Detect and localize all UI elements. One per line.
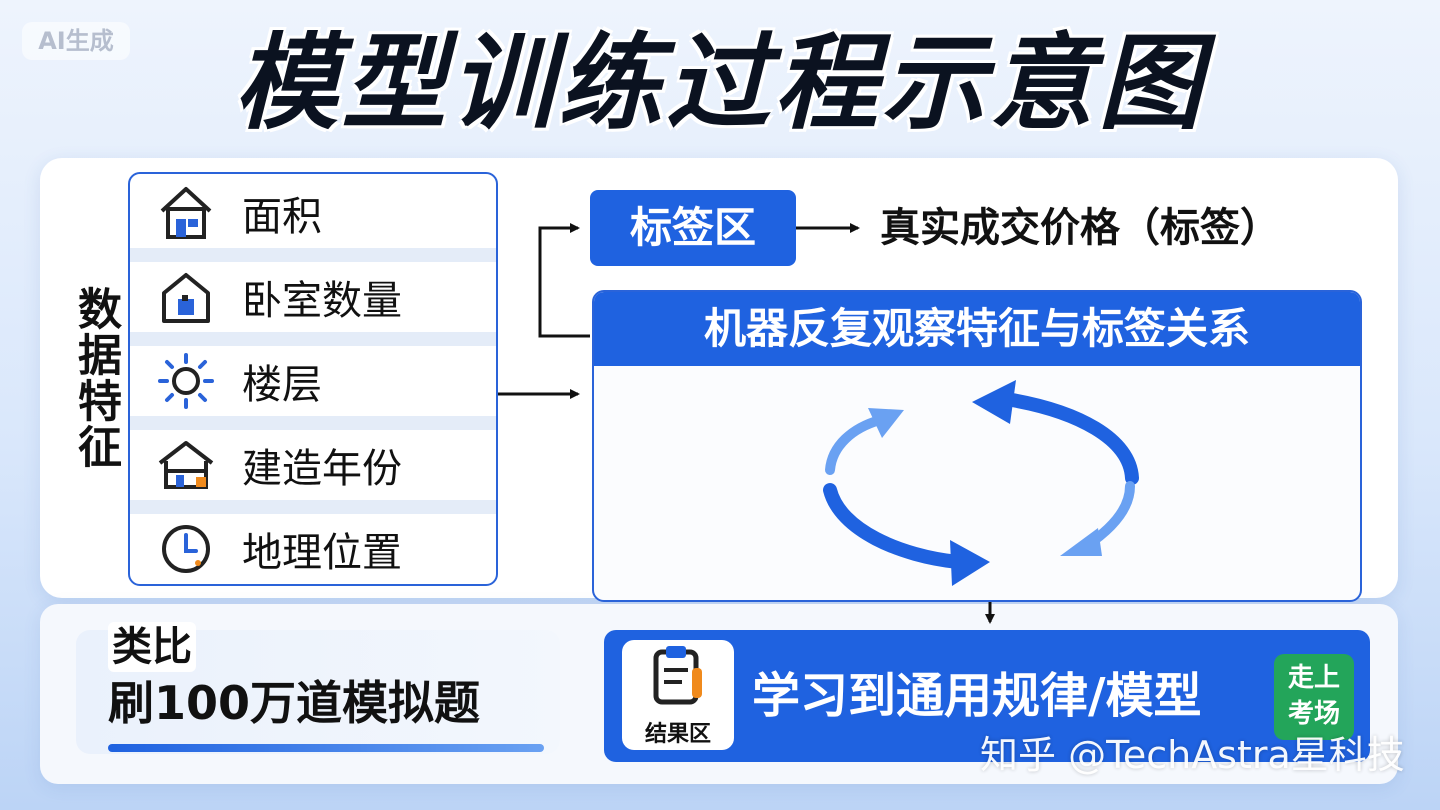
- feature-label: 地理位置: [242, 530, 402, 576]
- feature-item-build-year: 建造年份: [130, 430, 496, 500]
- analogy-text: 刷100万道模拟题: [108, 676, 481, 730]
- feature-item-location: 地理位置: [130, 514, 496, 584]
- house-year-icon: [158, 441, 214, 489]
- row-divider: [130, 416, 496, 430]
- sun-floor-icon: [158, 353, 214, 409]
- row-divider: [130, 500, 496, 514]
- learning-header: 机器反复观察特征与标签关系: [594, 292, 1360, 366]
- true-price-label: 真实成交价格（标签）: [880, 205, 1280, 251]
- house-bedroom-icon: [162, 273, 210, 323]
- page-title: 模型训练过程示意图: [233, 22, 1206, 144]
- result-card: [622, 640, 734, 750]
- clock-location-icon: [162, 525, 210, 573]
- analogy-underline: [108, 744, 544, 752]
- exam-badge-line1: 走上: [1287, 663, 1340, 693]
- house-area-icon: [160, 187, 212, 239]
- ai-generated-watermark: AI生成: [22, 22, 130, 60]
- feature-label: 建造年份: [242, 446, 402, 492]
- exam-badge: 走上 考场: [1274, 654, 1354, 740]
- feature-label: 面积: [242, 194, 322, 240]
- row-divider: [130, 332, 496, 346]
- feature-item-floor: 楼层: [130, 346, 496, 416]
- credit-watermark: 知乎 @TechAstra星科技: [980, 733, 1405, 777]
- result-card-label: 结果区: [644, 722, 711, 747]
- exam-badge-line2: 考场: [1287, 699, 1340, 729]
- clipboard-icon: [653, 646, 702, 705]
- row-divider: [130, 248, 496, 262]
- feature-label: 楼层: [242, 362, 322, 408]
- feature-label: 卧室数量: [242, 278, 402, 324]
- feature-item-area: 面积: [130, 178, 496, 248]
- features-label: 数据特征: [70, 286, 121, 470]
- analogy-title: 类比: [108, 622, 196, 672]
- learning-box: 机器反复观察特征与标签关系: [592, 290, 1362, 602]
- result-text: 学习到通用规律/模型: [752, 668, 1202, 724]
- feature-item-bedrooms: 卧室数量: [130, 262, 496, 332]
- feature-list: 面积 卧室数量 楼层 建造年份: [128, 172, 498, 586]
- label-zone: 标签区: [590, 190, 796, 266]
